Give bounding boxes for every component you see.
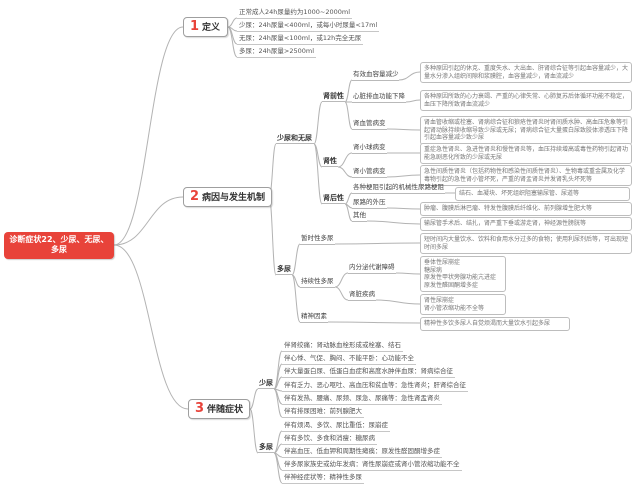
accomp-item[interactable]: 伴高血压、低血钾和周期性瘫痪：原发性醛固酮增多症 — [282, 447, 442, 458]
accomp-item[interactable]: 伴有烦渴、多饮、尿比重低：尿崩症 — [282, 421, 390, 432]
node-polyuria[interactable]: 多尿 — [276, 265, 292, 276]
branch-number: 2 — [190, 189, 200, 204]
branch-definition[interactable]: 1 定义 — [183, 17, 228, 37]
node-effective-blood-volume[interactable]: 有效血容量减少 — [352, 70, 399, 81]
root-title: 诊断症状22、少尿、无尿、多尿 — [9, 235, 109, 255]
node-mental-factor[interactable]: 精神因素 — [300, 312, 328, 323]
branch-label: 病因与发生机制 — [202, 193, 266, 204]
box-item: 肾性尿崩症 — [424, 297, 455, 304]
box-item: 原发性醛固酮增多症 — [424, 281, 479, 289]
branch-label: 定义 — [202, 23, 221, 34]
node-mechanical-obstruction[interactable]: 各种梗阻引起的机械性尿路梗阻 — [352, 183, 445, 194]
node-postrenal-other[interactable]: 其他 — [352, 211, 367, 222]
node-oliguria-anuria[interactable]: 少尿和无尿 — [276, 134, 314, 145]
detail-box-tubular[interactable]: 急性间质性肾炎（包括药物性和感染性间质性肾炎）、生物毒或重金属及化学毒物引起的急… — [420, 165, 632, 186]
detail-box-renal-vascular[interactable]: 肾血管收缩或栓塞、肾病综合征和狼疮性肾炎时肾间质水肿、高血压危象等引起肾动脉持续… — [420, 116, 632, 145]
node-prerenal[interactable]: 肾前性 — [322, 92, 345, 103]
detail-box-mechanical-obstruction[interactable]: 结石、血凝块、坏死组织阻塞输尿管、尿道等 — [455, 187, 630, 201]
branch-number: 3 — [195, 401, 205, 416]
accomp-item[interactable]: 伴有多饮、多食和消瘦：糖尿病 — [282, 434, 377, 445]
node-tubular[interactable]: 肾小管病变 — [352, 167, 387, 178]
accomp-item[interactable]: 伴神经症状等：精神性多尿 — [282, 473, 364, 484]
detail-box-kidney-disease[interactable]: 肾性尿崩症 肾小管浓缩功能不全等 — [420, 294, 506, 315]
node-external-compression[interactable]: 尿路的外压 — [352, 198, 387, 209]
definition-item[interactable]: 少尿：24h尿量<400ml，或每小时尿量<17ml — [237, 21, 380, 32]
box-item: 肾小管浓缩功能不全等 — [424, 304, 485, 312]
detail-box-temporary-polyuria[interactable]: 短时间内大量饮水、饮料和食用水分过多的食物；使用利尿剂后等，可出现短时间多尿 — [420, 233, 632, 254]
branch-number: 1 — [190, 19, 200, 34]
node-cardiac-output[interactable]: 心脏排血功能下降 — [352, 92, 406, 103]
node-glomerular[interactable]: 肾小球病变 — [352, 143, 387, 154]
accomp-item[interactable]: 伴有乏力、恶心呕吐、高血压和贫血等：急性肾炎；肝肾综合征 — [282, 381, 468, 392]
node-renal[interactable]: 肾性 — [322, 157, 338, 168]
detail-box-mental-factor[interactable]: 精神性多饮多尿人自觉烦渴而大量饮水引起多尿 — [420, 317, 570, 331]
accomp-item[interactable]: 伴心悸、气促、胸闷、不能平卧：心功能不全 — [282, 354, 416, 365]
accomp-item[interactable]: 伴肾绞痛：肾动脉血栓形成或栓塞、结石 — [282, 341, 403, 352]
accomp-item[interactable]: 伴有排尿困难：前列腺肥大 — [282, 407, 364, 418]
box-item: 垂体性尿崩症 — [424, 259, 461, 266]
box-item: 糖尿病 — [424, 266, 443, 274]
root-node[interactable]: 诊断症状22、少尿、无尿、多尿 — [4, 232, 114, 259]
accomp-item[interactable]: 伴多尿家族史或幼年发病：肾性尿崩症或肾小管浓缩功能不全 — [282, 460, 462, 471]
accomp-item[interactable]: 伴大量蛋白尿、低蛋白血症和高度水肿伴血尿：肾病综合征 — [282, 367, 455, 378]
definition-item[interactable]: 多尿：24h尿量>2500ml — [237, 47, 317, 58]
node-postrenal[interactable]: 肾后性 — [322, 194, 345, 205]
box-item: 原发性甲状旁腺功能亢进症 — [424, 274, 497, 281]
node-kidney-disease[interactable]: 肾脏疾病 — [348, 290, 376, 301]
detail-box-endocrine-metabolic[interactable]: 垂体性尿崩症 糖尿病 原发性甲状旁腺功能亢进症 原发性醛固酮增多症 — [420, 256, 506, 292]
branch-accompanying[interactable]: 3 伴随症状 — [188, 399, 251, 419]
definition-item[interactable]: 无尿：24h尿量<100ml，或12h完全无尿 — [237, 34, 364, 45]
branch-etiology[interactable]: 2 病因与发生机制 — [183, 187, 273, 207]
accomp-item[interactable]: 伴有发热、腰痛、尿频、尿急、尿痛等：急性肾盂肾炎 — [282, 394, 442, 405]
detail-box-external-compression[interactable]: 肿瘤、腹膜后淋巴瘤、特发性腹膜后纤维化、前列腺增生肥大等 — [420, 202, 632, 216]
detail-box-effective-blood-volume[interactable]: 多种原因引起的休克、重度失水、大出血、肝肾综合征等引起血容量减少，大量水分渗入组… — [420, 62, 632, 83]
detail-box-glomerular[interactable]: 重症急性肾炎、急进性肾炎和慢性肾炎等，血压持续增高或毒性药物引起肾功能急剧恶化所… — [420, 143, 632, 164]
node-endocrine-metabolic[interactable]: 内分泌代谢障碍 — [348, 263, 396, 274]
detail-box-cardiac-output[interactable]: 各种原因所致的心力衰竭、严重的心律失常、心肺复苏后体循环功能不稳定，血压下降所致… — [420, 90, 632, 111]
node-temporary-polyuria[interactable]: 暂时性多尿 — [300, 234, 335, 245]
branch-label: 伴随症状 — [207, 405, 244, 416]
detail-box-postrenal-other[interactable]: 输尿管手术后、结扎，肾严重下垂或游走肾，神经源性膀胱等 — [420, 217, 632, 231]
accomp-group-oliguria[interactable]: 少尿 — [258, 379, 274, 390]
accomp-group-polyuria[interactable]: 多尿 — [258, 443, 274, 454]
node-persistent-polyuria[interactable]: 持续性多尿 — [300, 277, 335, 288]
definition-item[interactable]: 正常成人24h尿量约为1000~2000ml — [237, 8, 353, 19]
node-renal-vascular[interactable]: 肾血管病变 — [352, 119, 387, 130]
